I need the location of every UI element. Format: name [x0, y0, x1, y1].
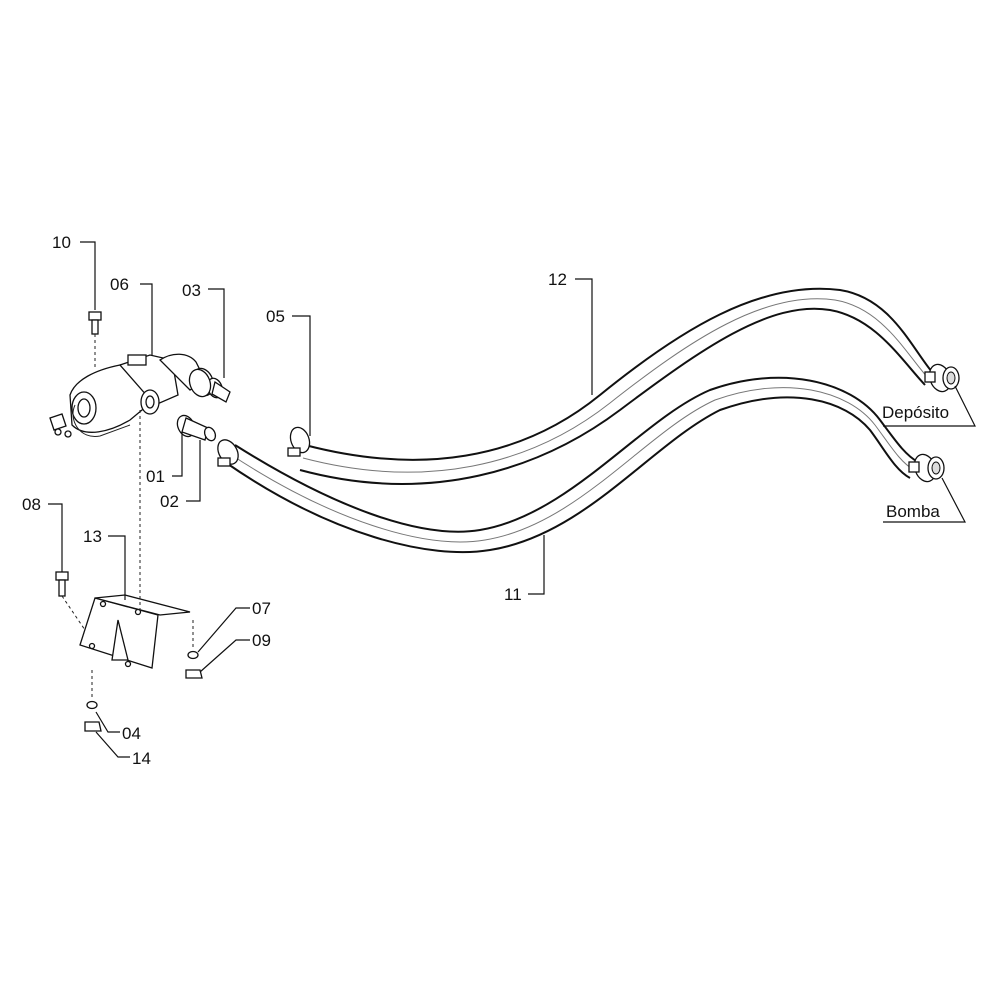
bolt-08: [55, 571, 86, 631]
nut-09: [185, 669, 203, 679]
label-06: 06: [110, 275, 129, 294]
hose-12: [299, 287, 933, 485]
label-01: 01: [146, 467, 165, 486]
bracket-13: [79, 410, 191, 669]
label-05: 05: [266, 307, 285, 326]
label-03: 03: [182, 281, 201, 300]
fitting-03: [188, 368, 212, 398]
hose-11: [224, 376, 919, 554]
label-deposito: Depósito: [882, 403, 949, 422]
label-12: 12: [548, 270, 567, 289]
hose-clamp-05: [287, 426, 311, 457]
label-13: 13: [83, 527, 102, 546]
label-14: 14: [132, 749, 151, 768]
bomba-fitting: [908, 453, 945, 483]
hose-clamp-11: [217, 439, 239, 467]
leader-lines: [48, 241, 976, 758]
label-11: 11: [504, 585, 522, 604]
label-bomba: Bomba: [886, 502, 940, 521]
deposito-fitting: [924, 363, 960, 393]
label-04: 04: [122, 724, 141, 743]
fitting-01-02: [176, 414, 217, 442]
washer-07: [187, 620, 199, 660]
label-10: 10: [52, 233, 71, 252]
washer-04: [86, 670, 98, 710]
label-09: 09: [252, 631, 271, 650]
valve-assembly: [49, 353, 231, 438]
nut-14: [84, 721, 102, 732]
label-08: 08: [22, 495, 41, 514]
label-02: 02: [160, 492, 179, 511]
bolt-10: [88, 311, 102, 368]
label-07: 07: [252, 599, 271, 618]
